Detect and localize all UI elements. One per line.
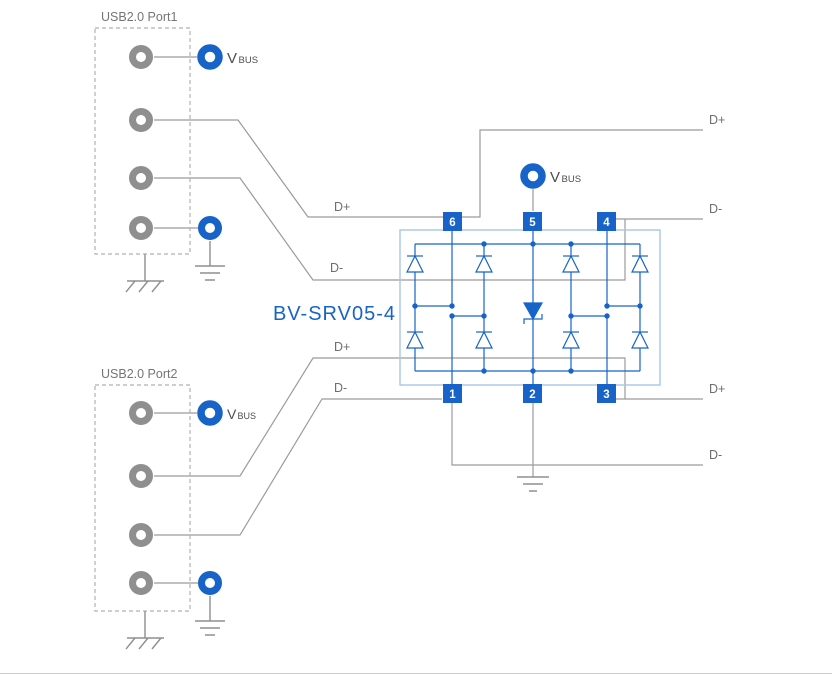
pin-6-number: 6 bbox=[449, 217, 455, 229]
connector-pin bbox=[129, 108, 153, 132]
vbus-label-sub: BUS bbox=[239, 55, 259, 66]
wire-port1-d-plus bbox=[154, 119, 703, 218]
chip-vbus: V BUS bbox=[520, 163, 582, 189]
wire-pin1-d-minus-out bbox=[451, 403, 703, 466]
chip-part-number: BV-SRV05-4 bbox=[273, 303, 396, 325]
vbus-terminal bbox=[197, 44, 223, 70]
usb-port1-label: USB2.0 Port1 bbox=[101, 10, 177, 24]
wire-port2-d-plus bbox=[154, 357, 626, 477]
tvs-zener-diode bbox=[522, 244, 544, 371]
pin-1-number: 1 bbox=[449, 389, 456, 401]
port2-d-minus-label: D- bbox=[334, 381, 347, 395]
esd-diode bbox=[631, 330, 649, 349]
connector-pin bbox=[129, 464, 153, 488]
wire-port1-d-minus bbox=[154, 177, 626, 281]
usb-port1-boundary bbox=[94, 27, 191, 255]
chip-pins: 6 5 4 1 2 3 bbox=[443, 212, 616, 403]
usb-port2: USB2.0 Port2 V BUS bbox=[94, 367, 257, 650]
esd-diode bbox=[562, 254, 580, 273]
pin-3 bbox=[597, 384, 616, 403]
pin-2-number: 2 bbox=[529, 389, 535, 401]
vbus-label: V bbox=[550, 169, 560, 186]
chassis-ground-symbol bbox=[125, 254, 164, 293]
out-top-d-minus-label: D- bbox=[709, 202, 722, 216]
earth-ground-symbol bbox=[517, 476, 549, 492]
page-bottom-border bbox=[0, 673, 832, 674]
vbus-terminal bbox=[520, 163, 546, 189]
esd-diode bbox=[631, 254, 649, 273]
chip-internal-wiring bbox=[414, 231, 641, 384]
esd-diode bbox=[562, 330, 580, 349]
pin-6 bbox=[443, 212, 462, 231]
esd-diode bbox=[406, 330, 424, 349]
chassis-ground-symbol bbox=[125, 611, 164, 650]
pin-5 bbox=[523, 212, 542, 231]
usb-port2-boundary bbox=[94, 384, 191, 612]
shield-terminal bbox=[198, 571, 222, 595]
port2-d-plus-label: D+ bbox=[334, 340, 350, 354]
pin-4 bbox=[597, 212, 616, 231]
wire-port2-d-minus bbox=[154, 398, 442, 536]
connector-pin bbox=[129, 45, 153, 69]
esd-diode bbox=[475, 254, 493, 273]
connector-pin bbox=[129, 166, 153, 190]
out-bottom-d-plus-label: D+ bbox=[709, 382, 725, 396]
esd-diode bbox=[406, 254, 424, 273]
pin-3-number: 3 bbox=[603, 389, 609, 401]
usb-port2-label: USB2.0 Port2 bbox=[101, 367, 177, 381]
vbus-label-sub: BUS bbox=[238, 411, 257, 421]
port1-d-minus-label: D- bbox=[330, 261, 343, 275]
earth-ground-symbol bbox=[195, 241, 225, 281]
pin-4-number: 4 bbox=[603, 217, 610, 229]
vbus-label-sub: BUS bbox=[562, 174, 582, 185]
out-top-d-plus-label: D+ bbox=[709, 113, 725, 127]
esd-diode bbox=[475, 330, 493, 349]
vbus-label: V bbox=[227, 406, 237, 422]
junction-dots bbox=[412, 241, 643, 374]
connector-pin bbox=[129, 401, 153, 425]
vbus-terminal bbox=[197, 400, 223, 426]
pin-1 bbox=[443, 384, 462, 403]
port1-d-plus-label: D+ bbox=[334, 200, 350, 214]
wires bbox=[154, 56, 703, 584]
usb-port1: USB2.0 Port1 V BUS bbox=[94, 10, 259, 293]
pin-2 bbox=[523, 384, 542, 403]
earth-ground-symbol bbox=[195, 596, 225, 636]
shield-terminal bbox=[198, 216, 222, 240]
pin-5-number: 5 bbox=[529, 217, 536, 229]
out-bottom-d-minus-label: D- bbox=[709, 448, 722, 462]
connector-pin bbox=[129, 216, 153, 240]
esd-protection-chip: 6 5 4 1 2 3 BV-SRV05-4 bbox=[273, 212, 661, 403]
vbus-label: V bbox=[227, 50, 237, 67]
connector-pin bbox=[129, 523, 153, 547]
connector-pin bbox=[129, 571, 153, 595]
signal-labels: D+ D- D+ D- D+ D- D+ D- bbox=[330, 113, 725, 462]
